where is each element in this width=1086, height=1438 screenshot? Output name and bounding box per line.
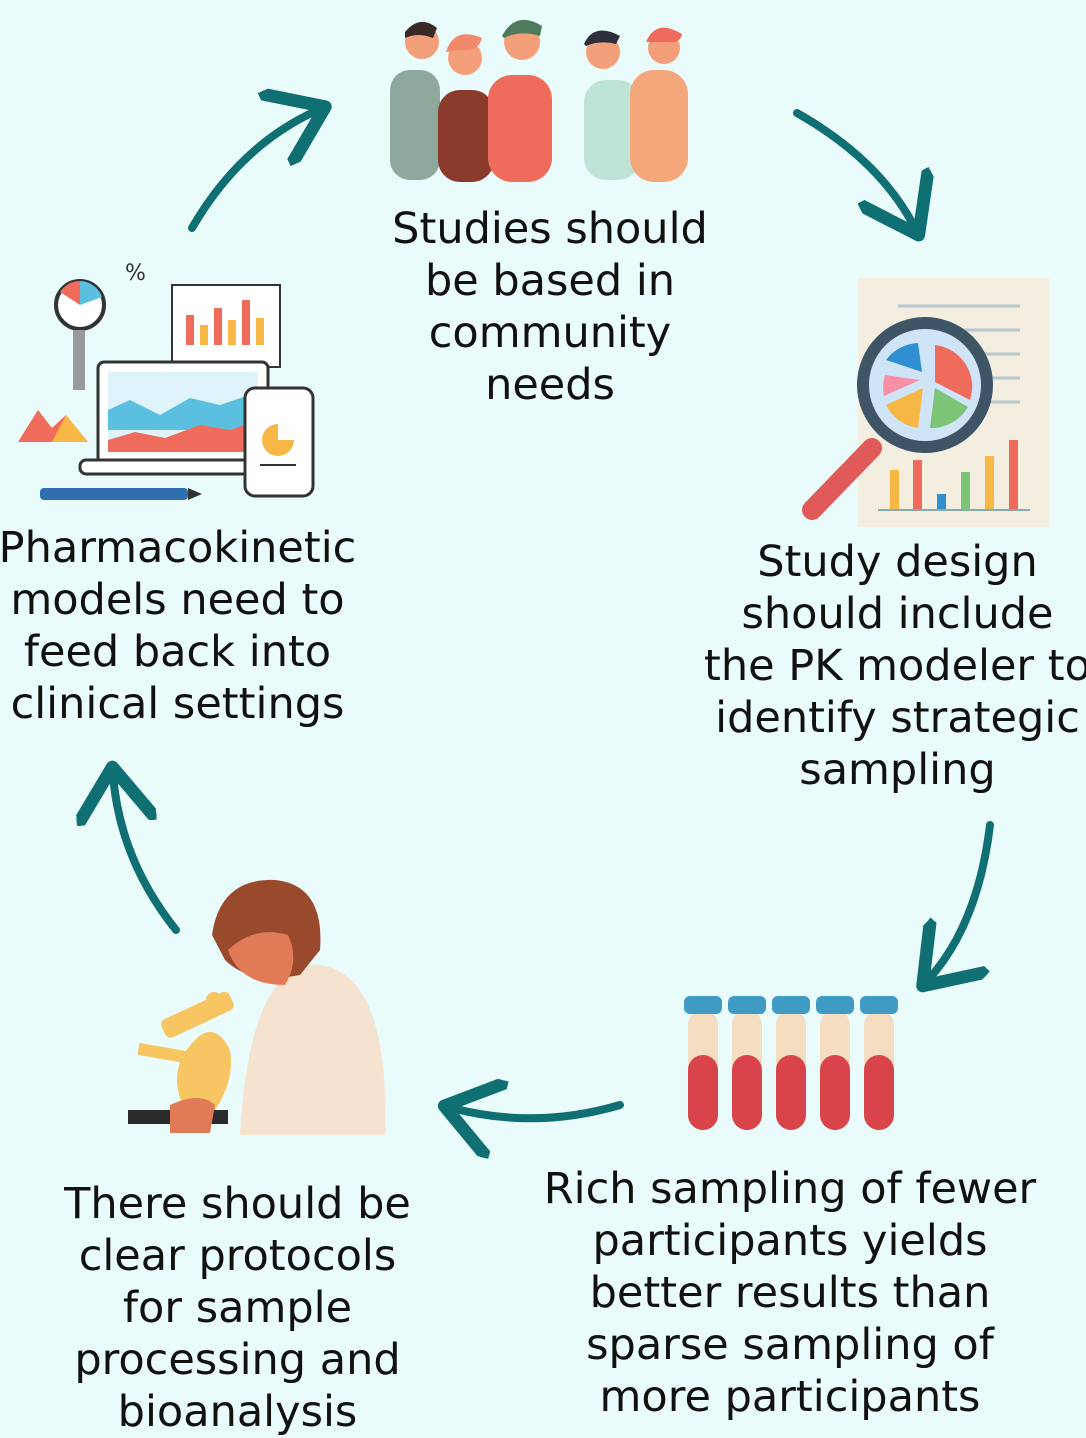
step-sampling-text: Rich sampling of fewer participants yiel…: [543, 1164, 1037, 1422]
arrow-community-to-design: [793, 109, 915, 228]
arrow-sampling-to-protocols: [452, 1105, 624, 1118]
scientist-microscope-icon: [128, 879, 386, 1135]
blood-tubes-icon: [684, 996, 898, 1130]
magnifier-chart-icon: [802, 278, 1049, 527]
step-design-text: Study design should include the PK model…: [704, 537, 1086, 795]
arrow-design-to-sampling: [928, 821, 994, 980]
arrow-protocols-to-pk: [113, 775, 180, 934]
analytics-devices-icon: %: [18, 261, 315, 500]
step-community-text: Studies should be based in community nee…: [392, 204, 708, 410]
step-pk-text: Pharmacokinetic models need to feed back…: [0, 523, 357, 729]
people-group-icon: [390, 19, 688, 182]
step-protocols-text: There should be clear protocols for samp…: [64, 1179, 411, 1437]
svg-text:%: %: [125, 261, 146, 286]
arrow-pk-to-community: [188, 110, 318, 232]
